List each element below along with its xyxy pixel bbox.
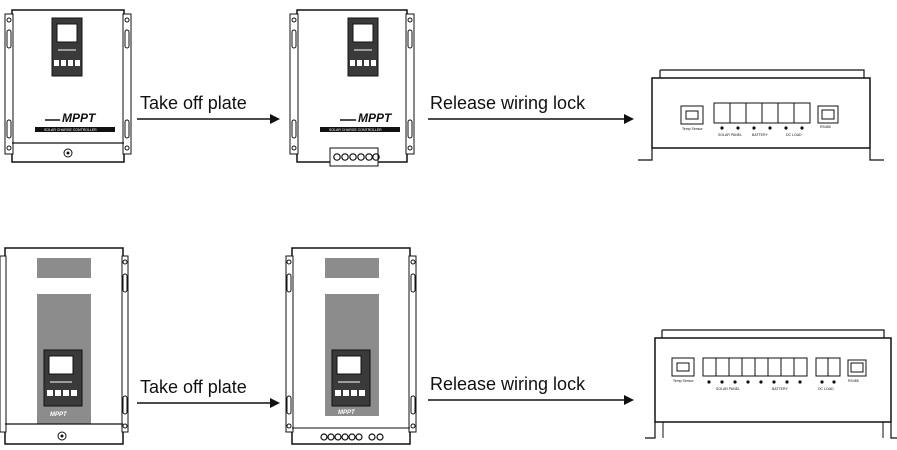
rs485-label: RS485 bbox=[820, 125, 831, 129]
solar-panel-label: SOLAR PANEL bbox=[716, 387, 740, 391]
dc-load-label: DC LOAD bbox=[786, 133, 802, 137]
exposed-terminals bbox=[292, 427, 410, 441]
rs485-label: RS485 bbox=[848, 379, 859, 383]
battery-label: BATTERY bbox=[752, 133, 768, 137]
step-label: Take off plate bbox=[140, 93, 247, 113]
temp-sensor-label: Temp Sensor bbox=[682, 127, 703, 131]
step-take-off-plate-2: Take off plate bbox=[137, 377, 280, 408]
solar-panel-label: SOLAR PANEL bbox=[718, 133, 742, 137]
controller-large-with-plate: MPPT bbox=[0, 247, 129, 445]
battery-label: BATTERY bbox=[772, 387, 788, 391]
controller-small-plate-removed: MPPT SOLAR CHARGE CONTROLLER bbox=[289, 9, 415, 167]
step-release-wiring-lock-1: Release wiring lock bbox=[428, 93, 634, 124]
brand-logo: MPPT bbox=[338, 410, 356, 416]
brand-logo: MPPT bbox=[62, 111, 97, 125]
terminal-box-large: Temp Sensor SOLAR PANEL BATTERY DC LOAD … bbox=[645, 329, 897, 439]
exposed-terminals bbox=[329, 147, 380, 167]
step-label: Release wiring lock bbox=[430, 374, 586, 394]
step-release-wiring-lock-2: Release wiring lock bbox=[428, 374, 634, 405]
step-label: Release wiring lock bbox=[430, 93, 586, 113]
temp-sensor-label: Temp Sensor bbox=[673, 379, 694, 383]
step-take-off-plate-1: Take off plate bbox=[137, 93, 280, 124]
step-label: Take off plate bbox=[140, 377, 247, 397]
brand-subtitle: SOLAR CHARGE CONTROLLER bbox=[44, 128, 97, 132]
brand-logo: MPPT bbox=[50, 412, 68, 418]
brand-logo: MPPT bbox=[358, 111, 393, 125]
terminal-box-small: Temp Sensor SOLAR PANEL BATTERY DC LOAD … bbox=[638, 69, 884, 161]
dc-load-label: DC LOAD bbox=[818, 387, 834, 391]
controller-small-with-plate: MPPT SOLAR CHARGE CONTROLLER bbox=[4, 9, 132, 163]
brand-subtitle: SOLAR CHARGE CONTROLLER bbox=[329, 128, 382, 132]
controller-large-plate-removed: MPPT bbox=[285, 247, 417, 445]
